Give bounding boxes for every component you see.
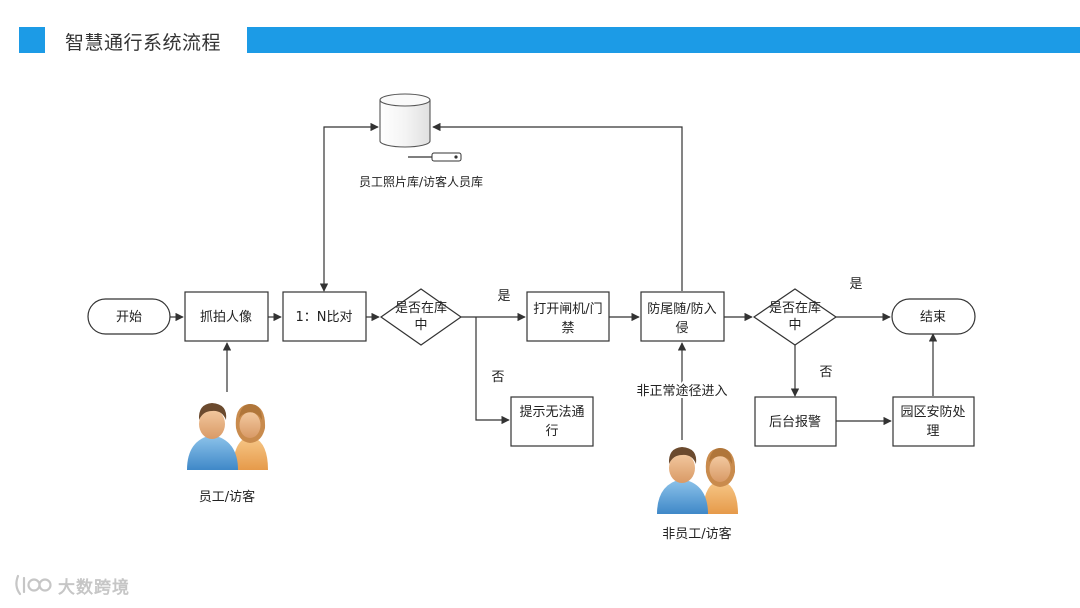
no-pass-label-line1: 提示无法通	[519, 404, 584, 420]
edge-decision1-nopass	[475, 317, 510, 425]
no-pass-box	[510, 396, 594, 447]
edge-label-no2: 否	[819, 365, 832, 380]
end-terminal	[891, 298, 976, 335]
decision2-label-line2: 中	[788, 318, 801, 333]
no-pass-label-line2: 行	[545, 424, 558, 439]
open-gate-label-line1: 打开闸机/门	[533, 302, 602, 317]
alarm-box	[754, 396, 837, 447]
non-staff-people-icon	[657, 447, 738, 514]
anti-tailgate-label-line1: 防尾随/防入	[647, 301, 716, 317]
decision2-label-line1: 是否在库	[769, 300, 821, 316]
open-gate-box	[526, 291, 610, 342]
decision1-diamond	[379, 288, 463, 346]
watermark: 大数跨境	[12, 572, 130, 598]
database-label: 员工照片库/访客人员库	[359, 174, 483, 189]
edge-label-yes1: 是	[497, 289, 510, 304]
database-cylinder-icon	[379, 93, 462, 162]
start-label: 开始	[116, 310, 142, 325]
edge-label-no1: 否	[491, 370, 504, 385]
edge-label-yes2: 是	[849, 277, 862, 292]
edge-antitailgate-database	[432, 122, 683, 291]
decision1-label-line1: 是否在库	[395, 300, 447, 316]
security-box	[892, 396, 975, 447]
staff-label: 员工/访客	[199, 489, 255, 505]
staff-people-icon	[187, 403, 268, 470]
edge-label-abnormal: 非正常途径进入	[636, 383, 727, 399]
header-accent-square	[19, 27, 45, 53]
edge-compare-database	[319, 122, 379, 292]
page-title: 智慧通行系统流程	[65, 32, 222, 54]
alarm-label: 后台报警	[769, 414, 821, 430]
compare-box	[282, 291, 367, 342]
watermark-text: 大数跨境	[58, 577, 130, 598]
header-accent-bar	[247, 27, 1080, 53]
capture-box	[184, 291, 269, 342]
end-label: 结束	[920, 310, 946, 325]
start-terminal	[87, 298, 171, 335]
security-label-line1: 园区安防处	[900, 404, 965, 420]
watermark-logo-icon	[15, 574, 52, 596]
anti-tailgate-box	[640, 291, 725, 342]
security-label-line2: 理	[926, 424, 939, 439]
capture-label: 抓拍人像	[200, 310, 252, 325]
non-staff-label: 非员工/访客	[662, 526, 731, 542]
decision1-label-line2: 中	[414, 318, 427, 333]
decision2-diamond	[752, 288, 838, 346]
compare-label: 1：N比对	[296, 310, 353, 325]
open-gate-label-line2: 禁	[561, 321, 574, 336]
connectors	[170, 122, 938, 440]
anti-tailgate-label-line2: 侵	[675, 320, 688, 336]
